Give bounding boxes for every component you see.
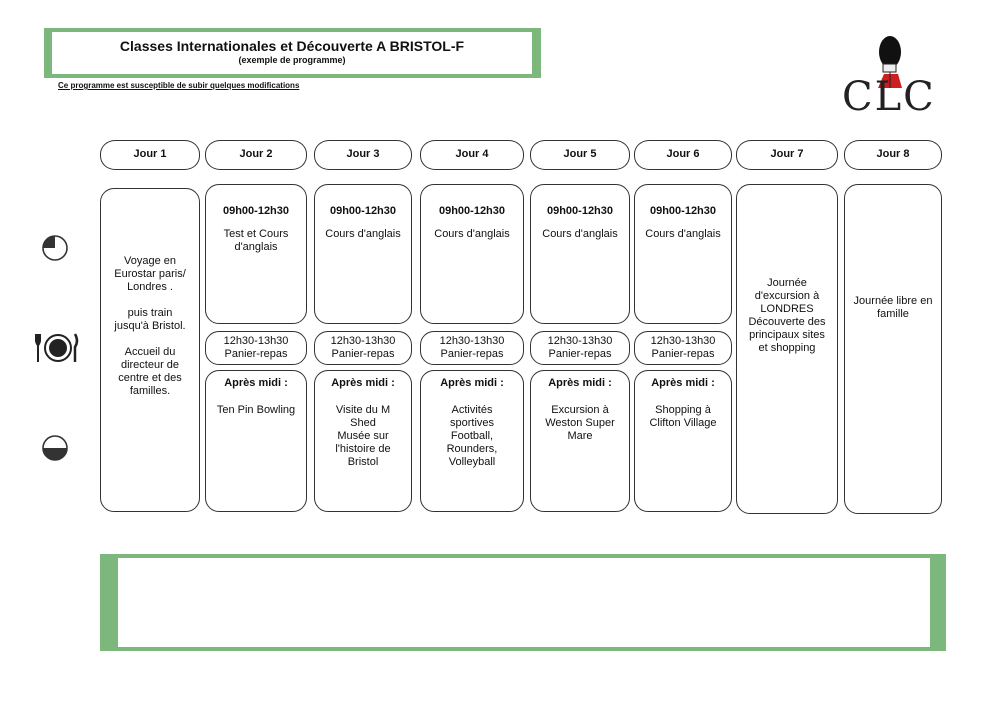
guard-icon [878,36,902,88]
meal-plate-icon [35,333,79,362]
page-subtitle: (exemple de programme) [238,55,346,65]
day-header-1: Jour 1 [100,140,200,170]
title-box: Classes Internationales et Découverte A … [44,28,541,78]
afternoon-card-5: Après midi : Excursion à Weston Super Mar… [530,370,630,512]
day-header-2: Jour 2 [205,140,307,170]
afternoon-activity: Excursion à Weston Super Mare [545,404,615,442]
day-full-text: Voyage en Eurostar paris/ Londres . puis… [114,255,186,397]
morning-time: 09h00-12h30 [329,205,397,217]
lunch-card-3: 12h30-13h30 Panier-repas [314,331,412,365]
afternoon-card-4: Après midi : Activités sportives Football… [420,370,524,512]
afternoon-card-2: Après midi : Ten Pin Bowling [205,370,307,512]
day-header-7: Jour 7 [736,140,838,170]
afternoon-title: Après midi : [548,377,612,389]
afternoon-title: Après midi : [440,377,504,389]
day-full-text: Journée libre en famille [853,295,933,320]
afternoon-title: Après midi : [331,377,395,389]
lunch-card-5: 12h30-13h30 Panier-repas [530,331,630,365]
afternoon-card-6: Après midi : Shopping à Clifton Village [634,370,732,512]
day-header-4: Jour 4 [420,140,524,170]
afternoon-clock-icon [42,435,68,461]
afternoon-title: Après midi : [651,377,715,389]
footer-box [100,554,946,651]
afternoon-activity: Ten Pin Bowling [216,404,296,416]
morning-activity: Cours d'anglais [325,228,401,240]
disclaimer-text: Ce programme est susceptible de subir qu… [58,81,300,90]
afternoon-activity: Shopping à Clifton Village [649,404,717,429]
morning-clock-icon [42,235,68,261]
morning-time: 09h00-12h30 [222,205,290,217]
morning-activity: Cours d'anglais [645,228,721,240]
afternoon-title: Après midi : [224,377,288,389]
day-full-card-1: Voyage en Eurostar paris/ Londres . puis… [100,188,200,512]
day-header-6: Jour 6 [634,140,732,170]
afternoon-activity: Visite du M Shed Musée sur l'histoire de… [335,404,391,468]
day-header-3: Jour 3 [314,140,412,170]
logo-text: CLC [842,74,936,120]
clc-logo: CLC [842,30,942,120]
day-full-card-8: Journée libre en famille [844,184,942,514]
morning-activity: Cours d'anglais [542,228,618,240]
morning-time: 09h00-12h30 [649,205,717,217]
lunch-card-4: 12h30-13h30 Panier-repas [420,331,524,365]
lunch-card-2: 12h30-13h30 Panier-repas [205,331,307,365]
afternoon-activity: Activités sportives Football, Rounders, … [446,404,498,468]
morning-activity: Cours d'anglais [434,228,510,240]
day-full-text: Journée d'excursion à LONDRES Découverte… [748,277,826,354]
morning-time: 09h00-12h30 [546,205,614,217]
day-full-card-7: Journée d'excursion à LONDRES Découverte… [736,184,838,514]
afternoon-card-3: Après midi : Visite du M Shed Musée sur l… [314,370,412,512]
day-header-8: Jour 8 [844,140,942,170]
day-header-5: Jour 5 [530,140,630,170]
page-title: Classes Internationales et Découverte A … [119,38,465,54]
lunch-card-6: 12h30-13h30 Panier-repas [634,331,732,365]
morning-time: 09h00-12h30 [438,205,506,217]
morning-activity: Test et Cours d'anglais [223,228,289,253]
